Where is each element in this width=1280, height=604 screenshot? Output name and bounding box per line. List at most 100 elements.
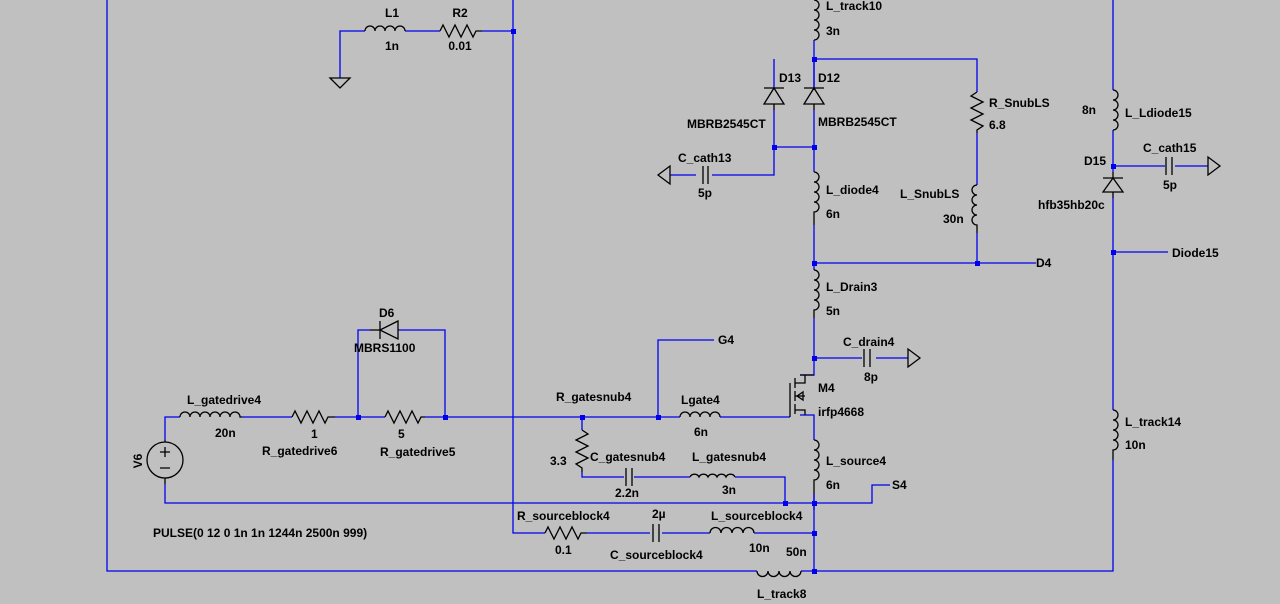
- diode-D6-symbol[interactable]: [370, 319, 399, 341]
- inductor-L_Drain3-symbol[interactable]: [813, 269, 820, 318]
- label-R_gatesnub4-value: 3.3: [550, 454, 567, 468]
- diode-D13-symbol[interactable]: [762, 86, 786, 110]
- capacitor-C_sourceblock4-symbol[interactable]: [652, 524, 660, 542]
- label-Lgate4-name: Lgate4: [681, 393, 720, 407]
- label-L_gatedrive4-value: 20n: [215, 426, 236, 440]
- label-L_track10-value: 3n: [826, 24, 840, 38]
- label-M4-name: M4: [818, 381, 835, 395]
- resistor-R_gatesnub4-symbol[interactable]: [574, 429, 590, 472]
- diode-D15-symbol[interactable]: [1101, 172, 1125, 198]
- label-C_drain4-value: 8p: [864, 370, 878, 384]
- inductor-L_SnubLS-symbol[interactable]: [971, 184, 978, 233]
- resistor-R_gatedrive5-symbol[interactable]: [384, 409, 425, 425]
- label-L_source4-value: 6n: [826, 478, 840, 492]
- mosfet-M4-symbol[interactable]: [789, 374, 814, 417]
- resistor-R_sourceblock4-symbol[interactable]: [544, 525, 587, 541]
- inductor-L_track14-symbol[interactable]: [1112, 409, 1119, 460]
- inductor-L_Ldiode15-symbol[interactable]: [1112, 89, 1119, 131]
- inductor-L_track10-symbol[interactable]: [813, 0, 820, 41]
- inductor-L_gatedrive4-symbol[interactable]: [179, 411, 242, 418]
- label-V6-name: V6: [131, 453, 145, 468]
- label-D13-name: D13: [779, 71, 801, 85]
- inductor-L_diode4-symbol[interactable]: [813, 171, 820, 225]
- label-L_sourceblock4-value: 10n: [749, 541, 770, 555]
- label-C_gatesnub4-value: 2.2n: [615, 486, 639, 500]
- label-D12-model: MBRB2545CT: [818, 115, 897, 129]
- label-R_gatedrive5-name: R_gatedrive5: [380, 445, 456, 459]
- label-R_gatedrive6-value: 1: [311, 427, 318, 441]
- label-Lgate4-value: 6n: [694, 425, 708, 439]
- net-label-g4: G4: [718, 333, 734, 347]
- label-D13-model: MBRB2545CT: [687, 117, 766, 131]
- label-C_sourceblock4-value: 2µ: [652, 507, 666, 521]
- label-L1-value: 1n: [385, 39, 399, 53]
- net-label-diode15: Diode15: [1172, 246, 1219, 260]
- label-L_gatesnub4-name: L_gatesnub4: [692, 450, 766, 464]
- label-L_track10-name: L_track10: [826, 0, 882, 13]
- label-D12-name: D12: [818, 71, 840, 85]
- inductor-L_sourceblock4-symbol[interactable]: [709, 526, 755, 534]
- label-L_diode4-value: 6n: [826, 207, 840, 221]
- inductor-L1-symbol[interactable]: [364, 25, 406, 32]
- label-L1-name: L1: [385, 6, 399, 20]
- label-C_gatesnub4-name: C_gatesnub4: [590, 450, 666, 464]
- label-V6-value: PULSE(0 12 0 1n 1n 1244n 2500n 999): [153, 526, 367, 540]
- diode-D12-symbol[interactable]: [802, 86, 826, 110]
- net-label-s4: S4: [892, 478, 907, 492]
- label-R_gatedrive5-value: 5: [398, 427, 405, 441]
- label-D15-model: hfb35hb20c: [1038, 198, 1105, 212]
- inductor-L_source4-symbol[interactable]: [813, 439, 820, 494]
- resistor-R2-symbol[interactable]: [439, 23, 482, 39]
- ground-icon[interactable]: [328, 77, 352, 89]
- label-M4-model: irfp4668: [818, 405, 864, 419]
- label-R_SnubLS-name: R_SnubLS: [989, 96, 1050, 110]
- label-L_track14-name: L_track14: [1125, 415, 1181, 429]
- label-C_drain4-name: C_drain4: [843, 335, 895, 349]
- label-L_track8-name: L_track8: [757, 587, 807, 601]
- label-R2-name: R2: [452, 6, 468, 20]
- label-L_Drain3-value: 5n: [826, 304, 840, 318]
- inductor-Lgate4-symbol[interactable]: [679, 411, 721, 418]
- ground-icon-c_cath15[interactable]: [1207, 155, 1222, 177]
- label-C_cath13-value: 5p: [698, 186, 712, 200]
- label-L_gatedrive4-name: L_gatedrive4: [187, 393, 261, 407]
- label-D6-model: MBRS1100: [354, 341, 416, 355]
- capacitor-C_cath13-symbol[interactable]: [702, 166, 709, 184]
- capacitor-C_gatesnub4-symbol[interactable]: [625, 468, 633, 486]
- inductor-L_gatesnub4-symbol[interactable]: [689, 473, 736, 479]
- inductor-L_track8-symbol[interactable]: [756, 570, 802, 578]
- label-C_sourceblock4-name: C_sourceblock4: [610, 548, 703, 562]
- label-R_gatesnub4-name: R_gatesnub4: [556, 390, 632, 404]
- labels: L1 1n R2 0.01 L_track10 3n D13 D12 MBRB2…: [131, 0, 1219, 601]
- label-C_cath15-value: 5p: [1163, 178, 1177, 192]
- label-D15-name: D15: [1084, 154, 1106, 168]
- label-L_track8-value: 50n: [786, 545, 807, 559]
- label-R_gatedrive6-name: R_gatedrive6: [262, 444, 338, 458]
- label-L_track14-value: 10n: [1125, 438, 1146, 452]
- label-L_Ldiode15-value: 8n: [1082, 103, 1096, 117]
- label-L_SnubLS-name: L_SnubLS: [900, 187, 959, 201]
- label-C_cath13-name: C_cath13: [678, 151, 732, 165]
- label-R2-value: 0.01: [448, 39, 472, 53]
- ground-icon-c_cath13[interactable]: [656, 164, 671, 186]
- capacitor-C_cath15-symbol[interactable]: [1165, 157, 1173, 175]
- label-R_sourceblock4-name: R_sourceblock4: [517, 509, 610, 523]
- resistor-R_gatedrive6-symbol[interactable]: [291, 409, 335, 425]
- label-L_Drain3-name: L_Drain3: [826, 280, 878, 294]
- label-R_sourceblock4-value: 0.1: [555, 543, 572, 557]
- label-L_sourceblock4-name: L_sourceblock4: [711, 509, 803, 523]
- label-L_gatesnub4-value: 3n: [722, 483, 736, 497]
- label-R_SnubLS-value: 6.8: [989, 118, 1006, 132]
- label-D6-name: D6: [379, 306, 395, 320]
- voltage-source-V6-symbol[interactable]: [146, 440, 184, 484]
- label-C_cath15-name: C_cath15: [1143, 141, 1197, 155]
- resistor-R_SnubLS-symbol[interactable]: [969, 91, 985, 133]
- net-label-d4: D4: [1036, 256, 1052, 270]
- label-L_Ldiode15-name: L_Ldiode15: [1125, 106, 1192, 120]
- label-L_diode4-name: L_diode4: [826, 183, 879, 197]
- capacitor-C_drain4-symbol[interactable]: [863, 349, 871, 367]
- ground-icon-c_drain4[interactable]: [907, 347, 922, 369]
- label-L_source4-name: L_source4: [826, 454, 886, 468]
- label-L_SnubLS-value: 30n: [943, 212, 964, 226]
